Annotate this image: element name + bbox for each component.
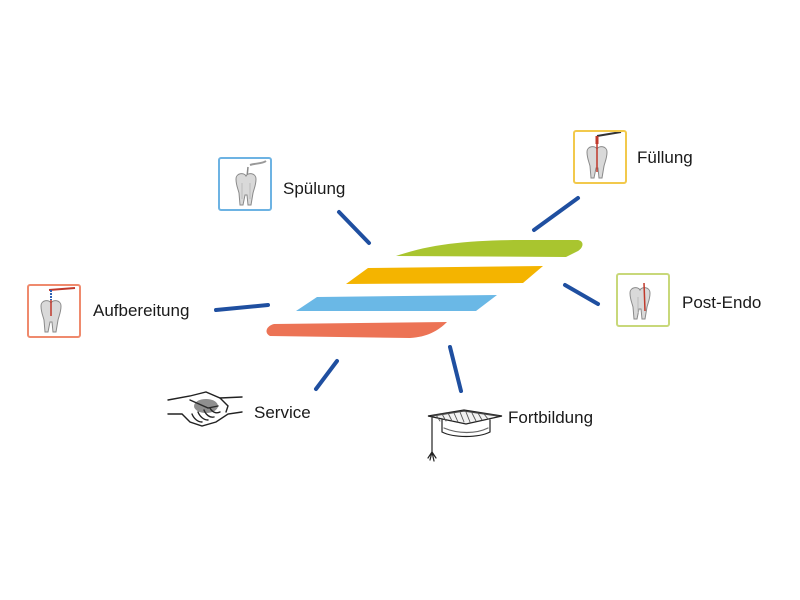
- handshake-icon: [167, 391, 243, 427]
- node-label-fortbildung: Fortbildung: [508, 408, 594, 427]
- graduation-cap-icon: [427, 409, 503, 462]
- connector-post-endo: [563, 283, 600, 306]
- node-label-aufbereitung: Aufbereitung: [93, 301, 190, 320]
- connectors: [214, 196, 600, 393]
- node-label-fuellung: Füllung: [637, 148, 693, 167]
- stripe-orange: [266, 322, 447, 338]
- node-label-service: Service: [254, 403, 311, 422]
- tooth-post-icon: [629, 282, 651, 320]
- tooth-irrigation-icon: [235, 160, 267, 206]
- post-endo-icon-box: [616, 273, 670, 327]
- fuellung-icon-box: [573, 130, 627, 184]
- connector-aufbereitung: [214, 303, 270, 312]
- node-label-spuelung: Spülung: [283, 179, 346, 198]
- stripe-yellow: [346, 266, 543, 284]
- connector-spuelung: [337, 210, 371, 245]
- stripe-green: [396, 240, 583, 257]
- connector-fortbildung: [448, 345, 463, 393]
- connector-fuellung: [532, 196, 580, 232]
- aufbereitung-icon-box: [27, 284, 81, 338]
- node-label-post-endo: Post-Endo: [682, 293, 762, 312]
- spuelung-icon-box: [218, 157, 272, 211]
- tooth-file-icon: [40, 287, 76, 333]
- connector-service: [314, 359, 339, 391]
- stripe-blue: [296, 295, 497, 311]
- tooth-filling-icon: [586, 132, 622, 179]
